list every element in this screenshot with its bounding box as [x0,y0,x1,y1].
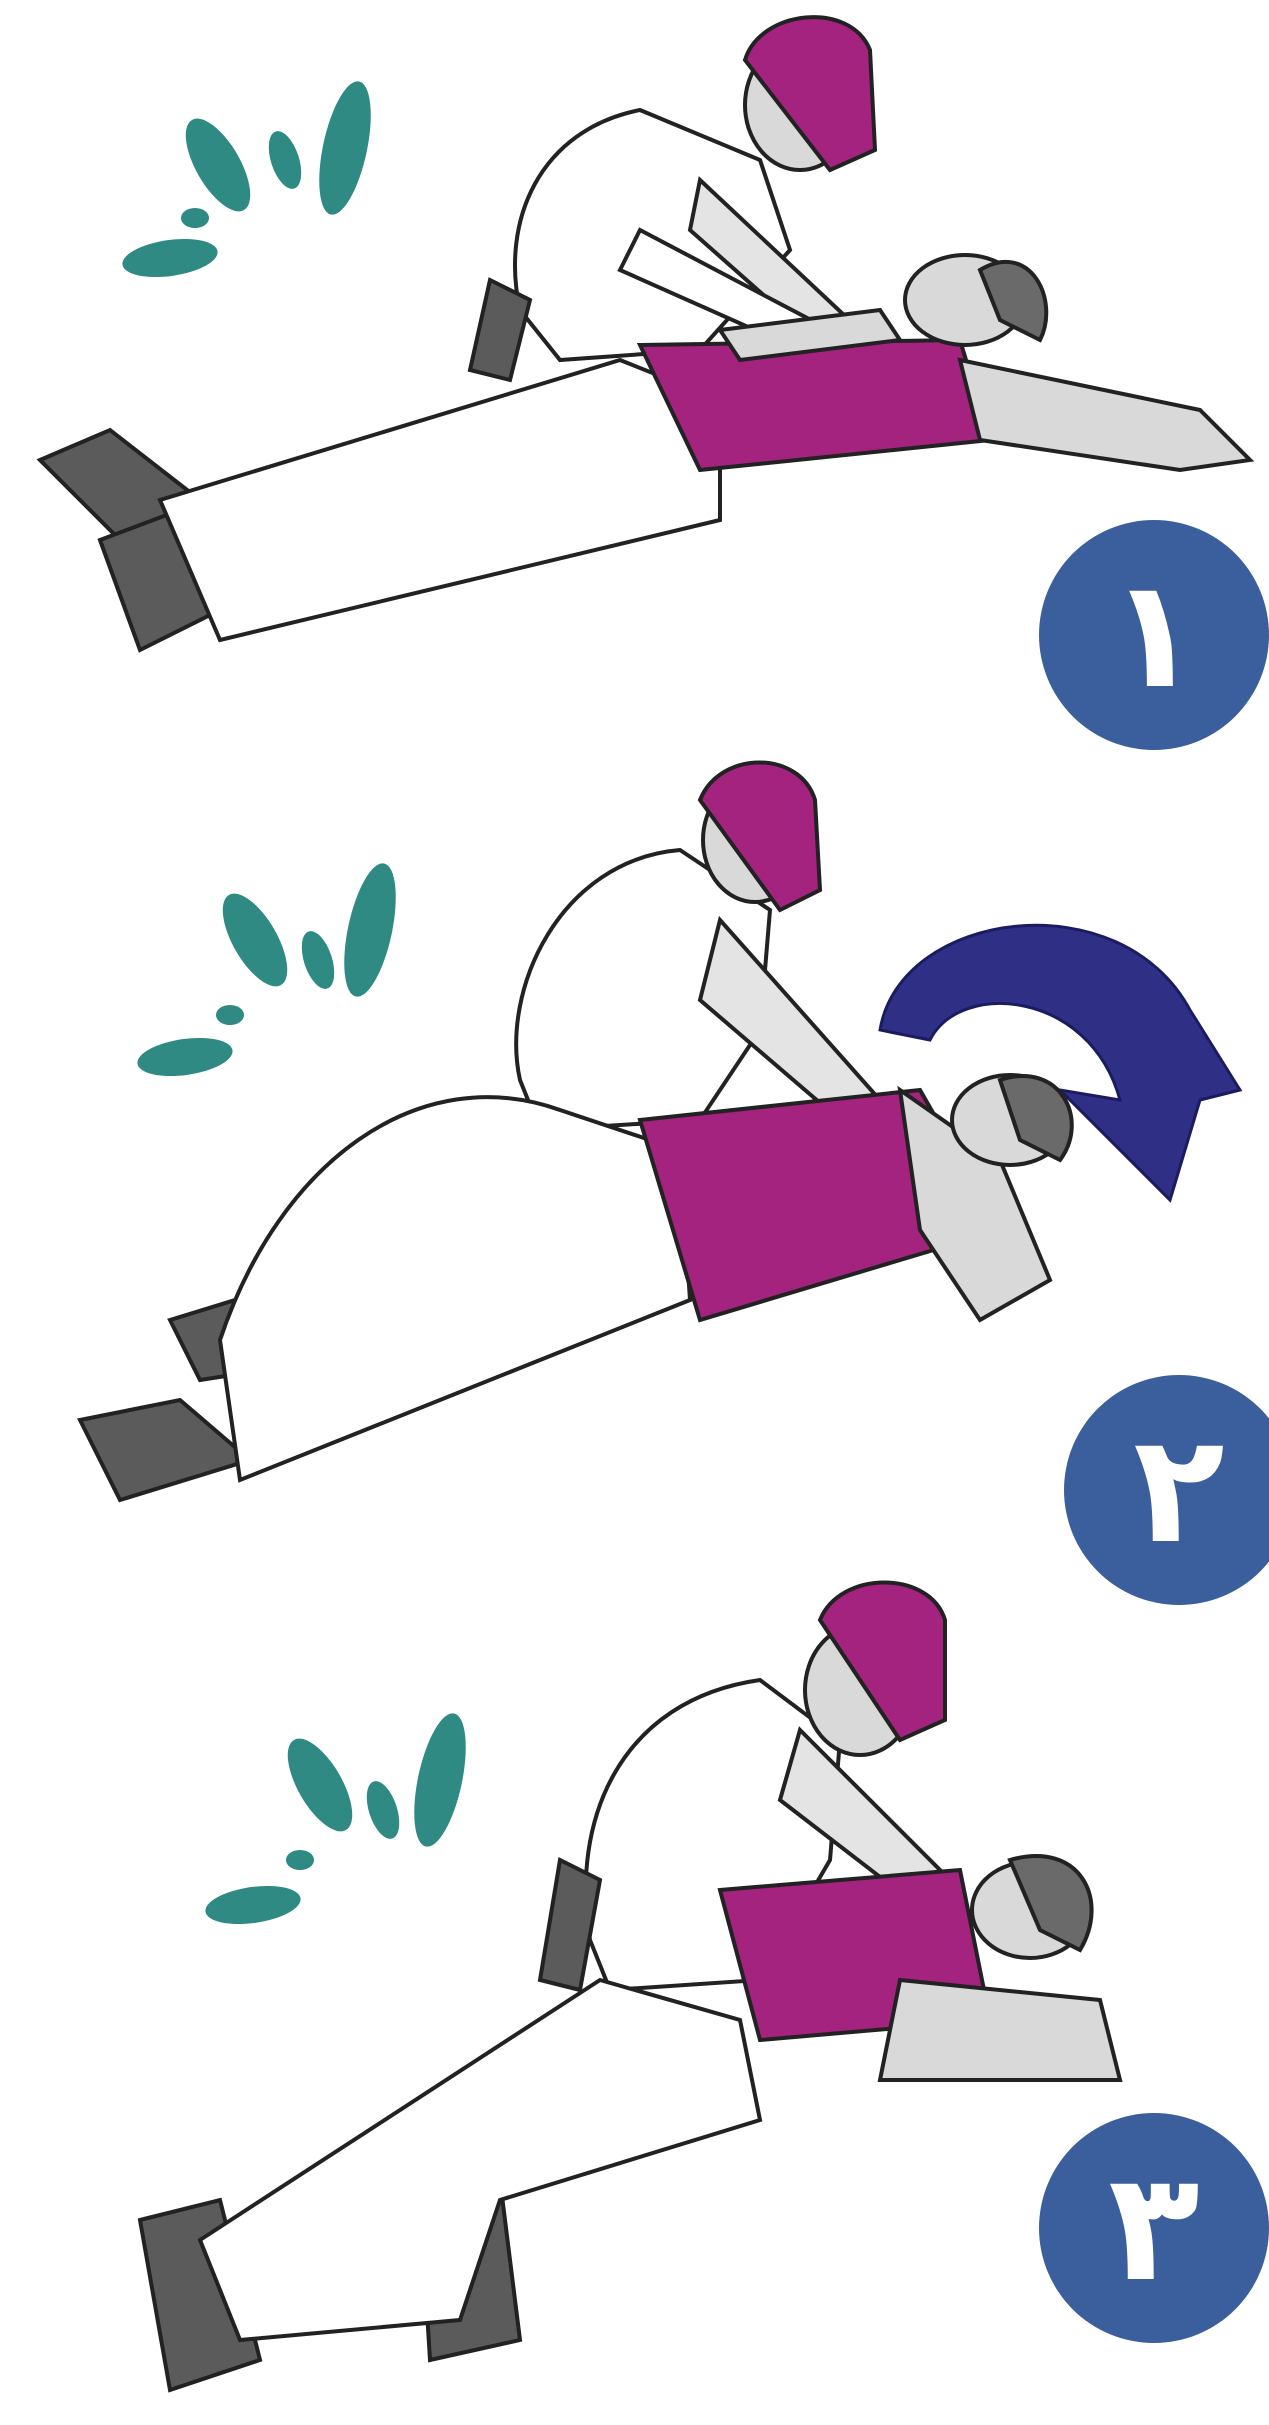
step-1: ١ [0,0,1269,780]
attention-lines-icon [135,859,406,1082]
patient-figure [80,1075,1072,1500]
step-3: ٣ [0,1560,1269,2425]
attention-lines-icon [203,1709,476,1930]
attention-lines-icon [120,77,381,283]
helper-figure [516,763,880,1131]
step-2: ٢ [0,760,1269,1590]
step-number-badge-1: ١ [1039,520,1269,750]
step-number-badge-3: ٣ [1039,2113,1269,2343]
